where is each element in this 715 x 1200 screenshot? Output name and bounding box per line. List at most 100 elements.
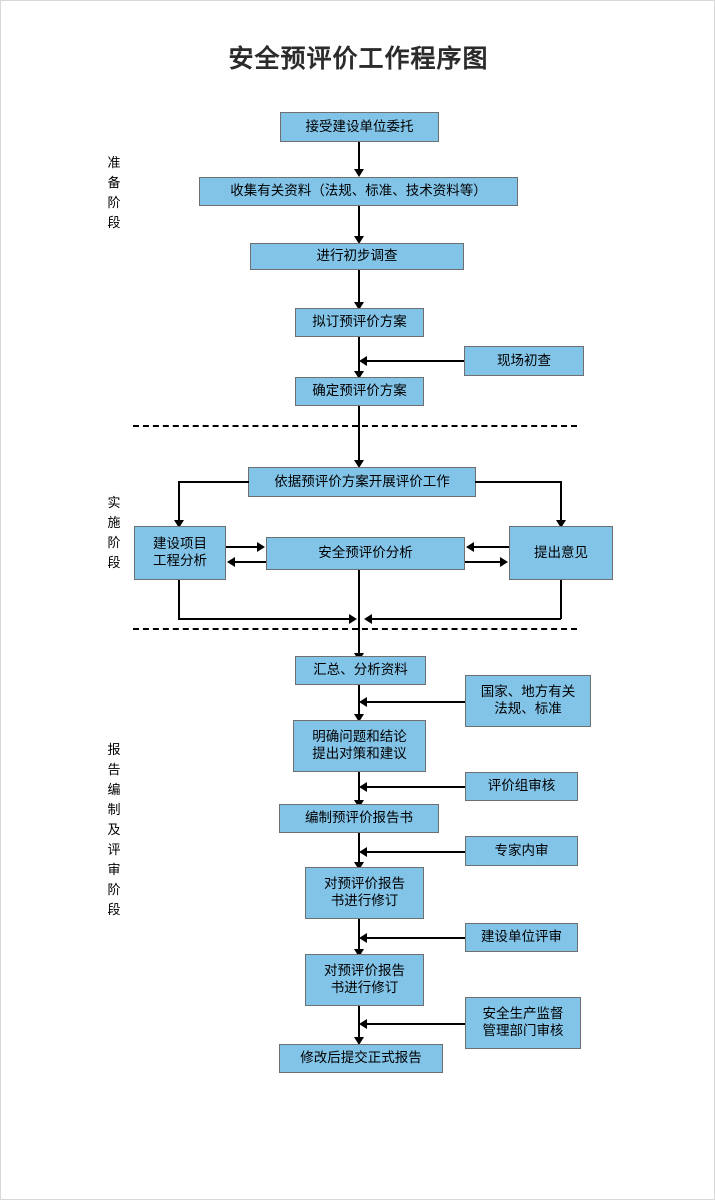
connector-left-bottom-right [178, 618, 353, 620]
connector-group-review-to-main [367, 786, 465, 788]
node-label: 接受建设单位委托 [305, 118, 414, 135]
stage-char: 审 [107, 863, 121, 878]
stage-char: 实 [107, 496, 121, 511]
node-label-line1: 安全生产监督 [482, 1006, 564, 1022]
node-project-engineering-analysis[interactable]: 建设项目 工程分析 [134, 526, 226, 580]
connector-supervision-to-main [367, 1023, 465, 1025]
arrowhead-down-icon [354, 714, 364, 722]
stage-label-preparation: 准 备 阶 段 [101, 154, 127, 234]
arrowhead-right-icon [500, 557, 508, 567]
node-label: 提出意见 [534, 544, 588, 561]
node-label: 汇总、分析资料 [313, 662, 408, 678]
arrowhead-down-icon [174, 520, 184, 528]
node-label-line2: 提出对策和建议 [312, 746, 407, 762]
arrowhead-left-icon [359, 1019, 367, 1029]
arrowhead-down-icon [556, 520, 566, 528]
node-preliminary-survey[interactable]: 进行初步调查 [250, 243, 464, 270]
connector-right-down [560, 481, 562, 524]
arrowhead-down-icon [354, 460, 364, 468]
connector-center-down-to-summarize [358, 570, 360, 661]
stage-char: 阶 [107, 883, 121, 898]
node-label-line1: 对预评价报告 [324, 963, 405, 979]
node-submit-formal-report[interactable]: 修改后提交正式报告 [279, 1044, 443, 1073]
stage-char: 阶 [107, 536, 121, 551]
node-evaluation-group-review[interactable]: 评价组审核 [465, 772, 578, 801]
arrowhead-down-icon [354, 236, 364, 244]
connector-evaluation-to-right [475, 481, 561, 483]
node-site-inspection[interactable]: 现场初查 [464, 346, 584, 376]
arrowhead-down-icon [354, 302, 364, 310]
arrowhead-down-icon [354, 371, 364, 379]
node-label: 专家内审 [494, 842, 549, 859]
node-label: 收集有关资料（法规、标准、技术资料等） [230, 183, 487, 199]
node-label: 评价组审核 [487, 778, 556, 794]
arrowhead-right-icon [349, 614, 357, 624]
stage-char: 准 [107, 156, 121, 171]
arrowhead-down-icon [354, 1037, 364, 1045]
stage-char: 报 [107, 743, 121, 758]
connector-evaluation-to-left [179, 481, 249, 483]
node-construction-unit-review[interactable]: 建设单位评审 [465, 923, 578, 952]
arrowhead-left-icon [227, 557, 235, 567]
node-accept-commission[interactable]: 接受建设单位委托 [280, 112, 439, 142]
stage-char: 备 [107, 176, 121, 191]
stage-char: 阶 [107, 196, 121, 211]
arrowhead-left-icon [359, 356, 367, 366]
connector-survey-to-draft [358, 270, 360, 305]
section-divider-preparation-implementation [133, 425, 577, 427]
node-label-line2: 书进行修订 [330, 893, 399, 909]
stage-char: 及 [107, 823, 121, 838]
arrowhead-left-icon [364, 614, 372, 624]
node-label-line2: 法规、标准 [494, 701, 562, 717]
node-label: 进行初步调查 [316, 248, 398, 264]
stage-char: 制 [107, 803, 121, 818]
arrowhead-left-icon [359, 847, 367, 857]
node-safety-pre-evaluation-analysis[interactable]: 安全预评价分析 [266, 537, 465, 570]
connector-left-bottom-down [178, 580, 180, 619]
node-label: 安全预评价分析 [318, 545, 413, 561]
connector-center-to-left [234, 561, 266, 563]
connector-right-to-center [473, 546, 509, 548]
stage-char: 段 [107, 903, 121, 918]
node-label-line1: 国家、地方有关 [480, 684, 576, 700]
node-label: 确定预评价方案 [312, 383, 407, 399]
stage-char: 段 [107, 556, 121, 571]
node-summarize-analyze[interactable]: 汇总、分析资料 [295, 656, 426, 685]
node-label-line2: 管理部门审核 [482, 1023, 564, 1039]
node-label: 建设单位评审 [481, 929, 562, 945]
connector-regulations-to-main [367, 701, 465, 703]
node-raise-opinions[interactable]: 提出意见 [509, 526, 613, 580]
node-safety-supervision-review[interactable]: 安全生产监督 管理部门审核 [465, 997, 581, 1049]
connector-center-to-right [465, 561, 501, 563]
node-revise-report-2[interactable]: 对预评价报告 书进行修订 [305, 954, 424, 1006]
node-label-line2: 工程分析 [153, 553, 207, 569]
arrowhead-left-icon [359, 933, 367, 943]
arrowhead-right-icon [257, 542, 265, 552]
node-label-line2: 书进行修订 [330, 980, 399, 996]
arrowhead-down-icon [354, 862, 364, 870]
node-revise-report-1[interactable]: 对预评价报告 书进行修订 [305, 867, 424, 919]
connector-site-inspection-to-main [367, 360, 464, 362]
node-national-local-regulations[interactable]: 国家、地方有关 法规、标准 [465, 675, 591, 727]
node-label-line1: 建设项目 [153, 536, 207, 552]
node-expert-internal-review[interactable]: 专家内审 [465, 836, 578, 866]
arrowhead-down-icon [354, 949, 364, 957]
connector-accept-to-collect [358, 142, 360, 170]
section-divider-implementation-reporting [133, 628, 577, 630]
connector-collect-to-survey [358, 206, 360, 239]
node-label: 修改后提交正式报告 [300, 1050, 422, 1066]
node-clarify-conclusions[interactable]: 明确问题和结论 提出对策和建议 [293, 720, 426, 772]
node-label: 编制预评价报告书 [305, 810, 413, 826]
stage-label-implementation: 实 施 阶 段 [101, 494, 127, 574]
node-label-line1: 对预评价报告 [324, 876, 405, 892]
arrowhead-left-icon [359, 697, 367, 707]
arrowhead-down-icon [354, 169, 364, 177]
node-carry-out-evaluation[interactable]: 依据预评价方案开展评价工作 [248, 467, 476, 497]
node-draft-plan[interactable]: 拟订预评价方案 [295, 308, 424, 337]
node-confirm-plan[interactable]: 确定预评价方案 [295, 377, 424, 406]
node-compile-report[interactable]: 编制预评价报告书 [279, 804, 439, 833]
stage-char: 告 [107, 763, 121, 778]
connector-left-to-center [226, 546, 258, 548]
stage-char: 施 [107, 516, 121, 531]
node-collect-materials[interactable]: 收集有关资料（法规、标准、技术资料等） [199, 177, 518, 206]
